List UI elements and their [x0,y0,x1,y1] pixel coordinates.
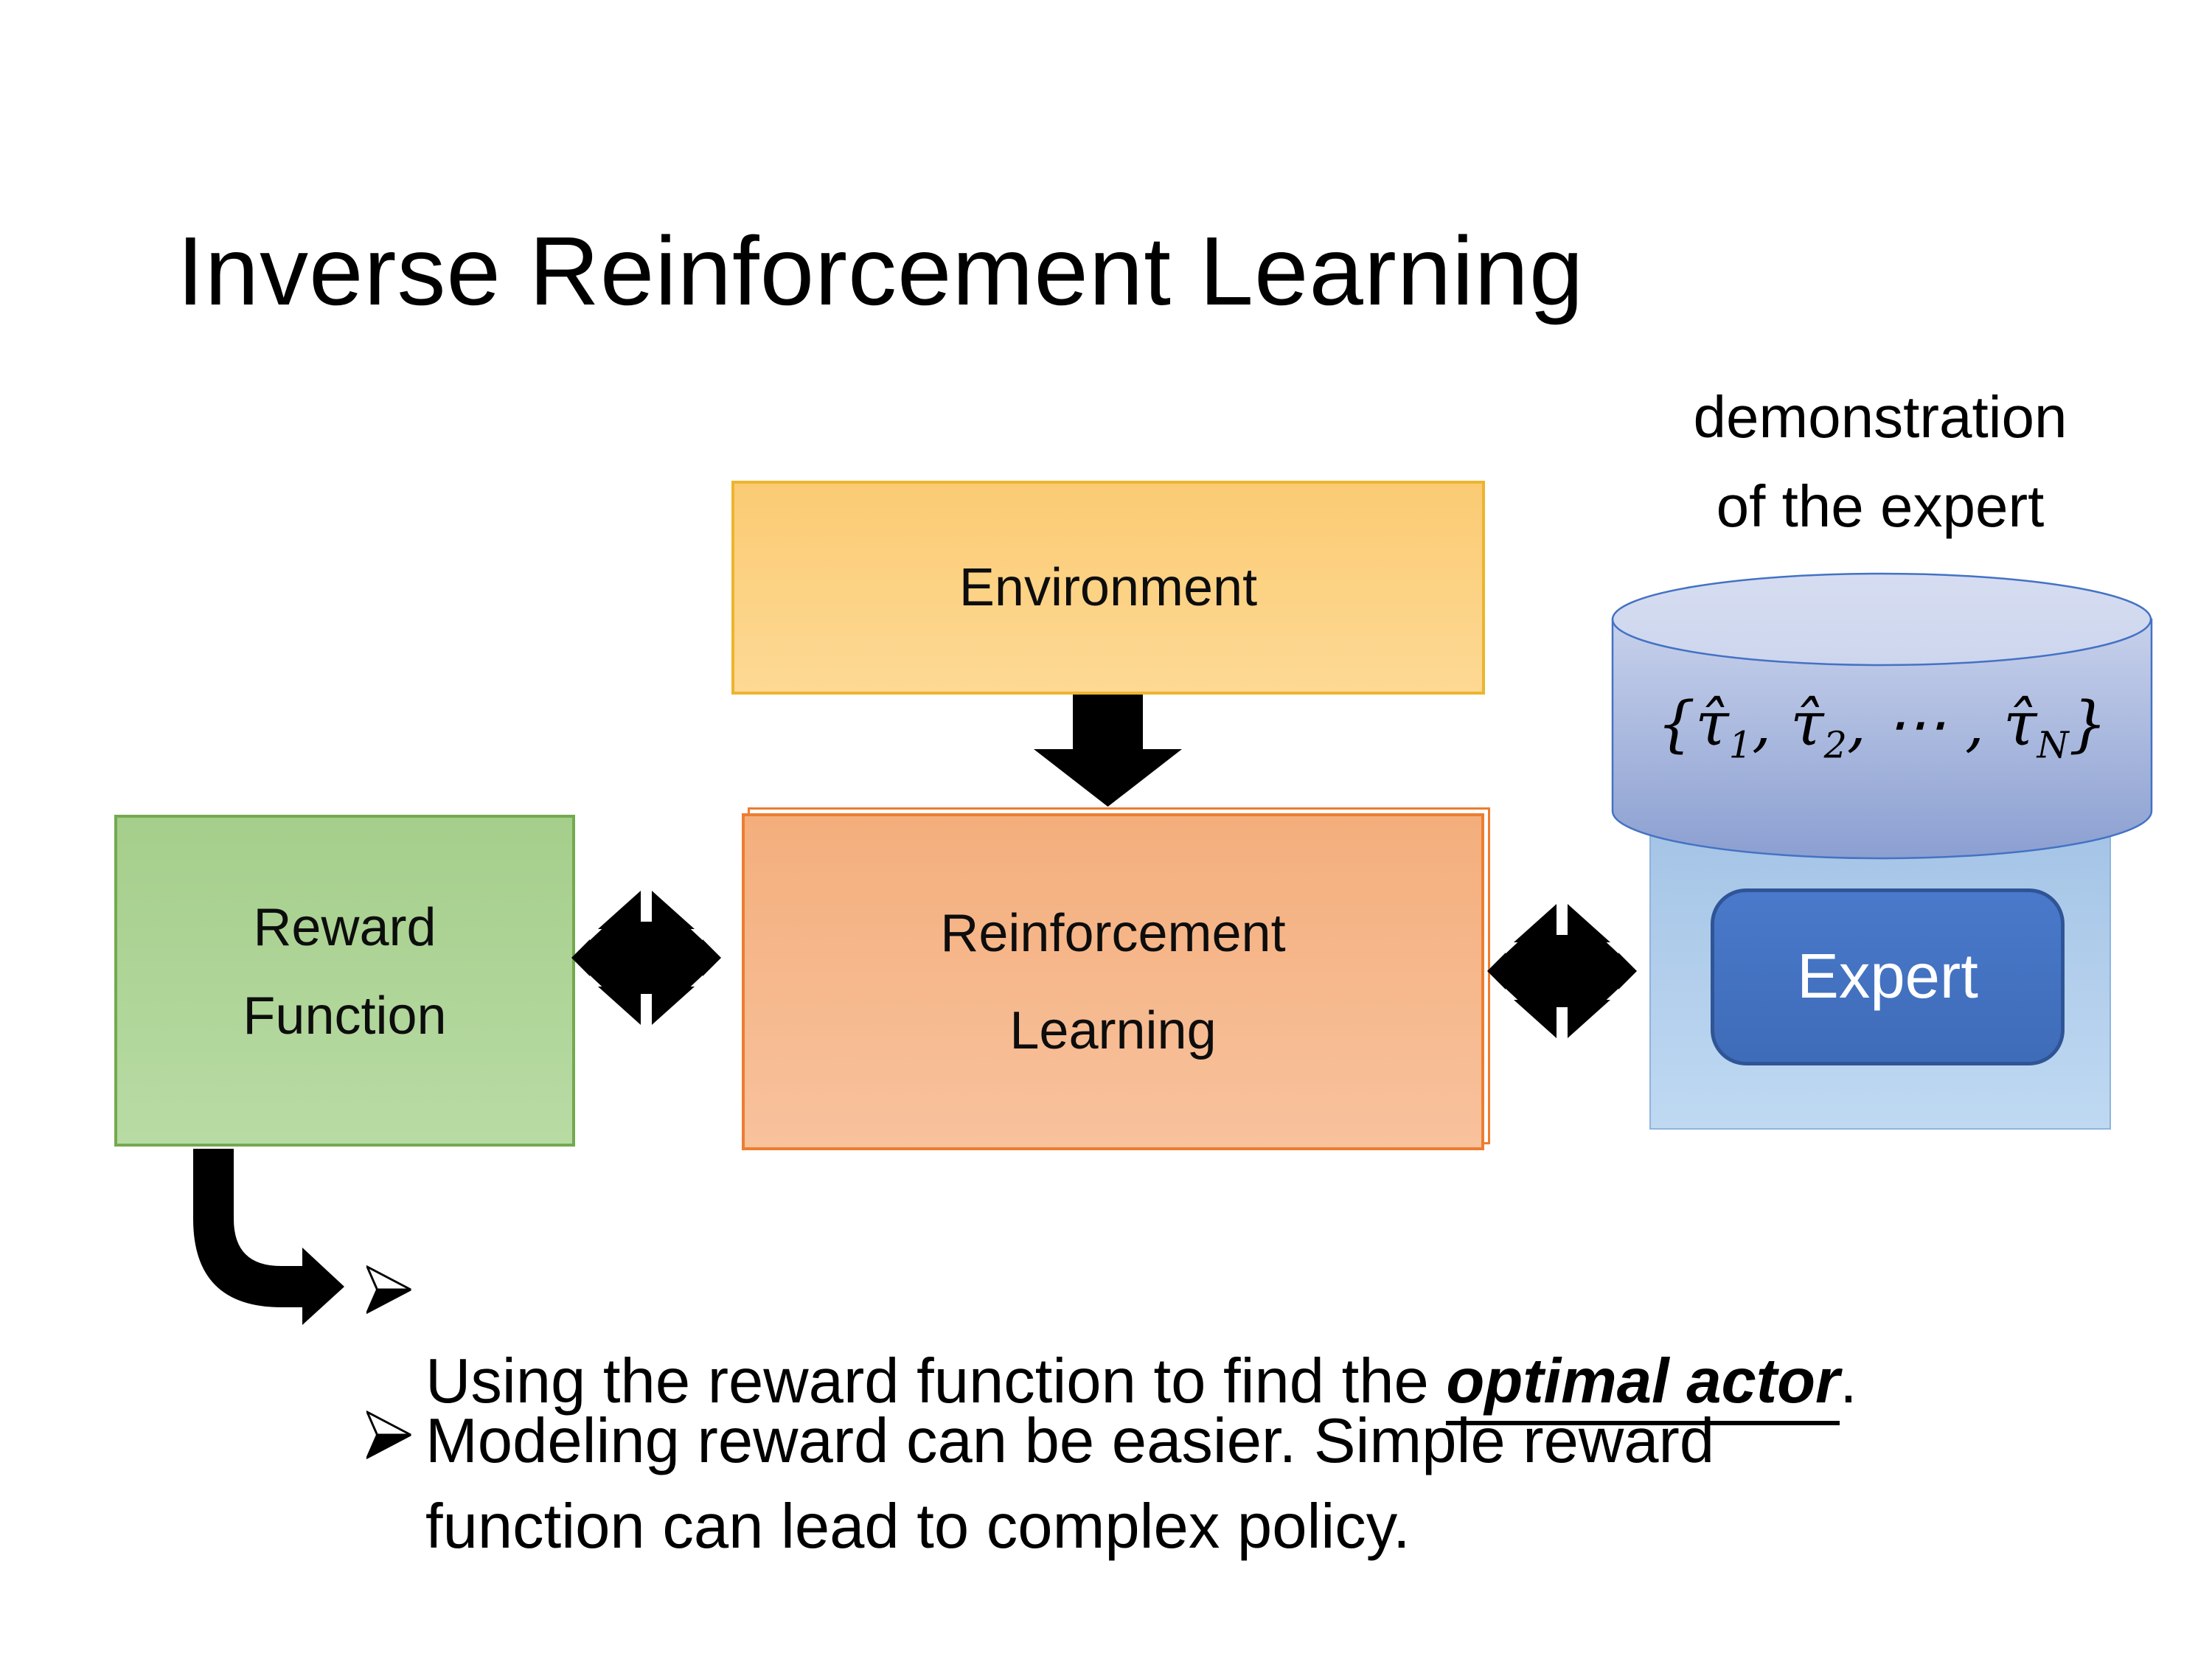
arrowhead-bullet-icon [366,1265,411,1315]
rl-label-line2: Learning [1009,1001,1217,1060]
double-arrow-left-icon [571,891,721,1025]
environment-label: Environment [959,558,1258,617]
tau-2-sub: 2 [1823,723,1847,767]
bullet-item-1: Using the reward function to find the op… [366,1253,2136,1425]
reinforcement-learning-label: Reinforcement Learning [940,885,1285,1079]
bullet-1-pre: Using the reward function to find the [425,1346,1447,1416]
slide-title: Inverse Reinforcement Learning [177,217,1585,325]
reinforcement-learning-box: Reinforcement Learning [742,813,1484,1150]
expert-box: Expert [1711,888,2065,1065]
bullet-2-text: Modeling reward can be easier. Simple re… [425,1406,1715,1562]
expert-label: Expert [1797,942,1978,1012]
reward-label-line1: Reward [253,898,437,957]
double-arrow-right-icon [1487,904,1637,1038]
tau-dots: , ⋯ , τ̂ [1846,689,2037,759]
demonstration-label: demonstration of the expert [1607,372,2153,551]
down-arrow-icon [1034,695,1182,807]
database-cylinder-icon [1611,572,2153,860]
reward-function-box: Reward Function [114,815,575,1147]
arrowhead-bullet-icon [366,1410,411,1460]
tau-close: } [2068,689,2107,759]
demonstration-label-line1: demonstration [1693,384,2067,450]
bullet-1-post: . [1840,1346,1857,1416]
environment-box: Environment [731,481,1485,695]
tau-n-sub: N [2037,723,2069,767]
tau-1-sub: 1 [1728,723,1753,767]
tau-1: {τ̂ [1657,689,1729,759]
bullet-1-emphasis: optimal actor [1446,1346,1840,1425]
elbow-arrow-icon [193,1149,344,1325]
rl-label-line1: Reinforcement [940,903,1286,963]
reward-label-line2: Function [243,987,447,1046]
demonstration-label-line2: of the expert [1716,473,2045,539]
tau-2: , τ̂ [1752,689,1824,759]
bullet-item-2: Modeling reward can be easier. Simple re… [366,1399,2136,1570]
bullet-1-text: Using the reward function to find the op… [425,1253,1857,1425]
trajectory-set-formula: {τ̂1, τ̂2, ⋯ , τ̂N} [1611,689,2153,766]
reward-function-label: Reward Function [243,883,446,1078]
